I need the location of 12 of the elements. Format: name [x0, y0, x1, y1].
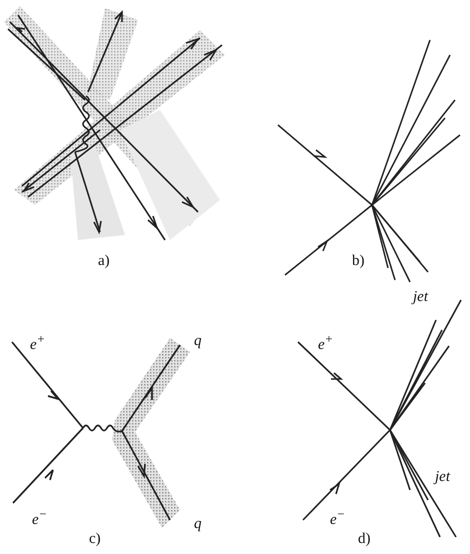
jet-label: jet [413, 290, 428, 305]
particle-label: e$^{+}$ [30, 333, 46, 353]
panel-label: c) [89, 532, 101, 547]
particle-label: e$^{+}$ [318, 333, 334, 353]
jet-label: jet [435, 470, 450, 485]
particle-label: e$^{−}$ [32, 508, 48, 528]
particle-label: e$^{−}$ [330, 508, 346, 528]
particle-label: q [194, 334, 202, 349]
panel-label: a) [98, 254, 110, 269]
particle-label: q [194, 517, 202, 532]
panel-label: d) [358, 532, 370, 547]
panel-label: b) [352, 254, 364, 269]
